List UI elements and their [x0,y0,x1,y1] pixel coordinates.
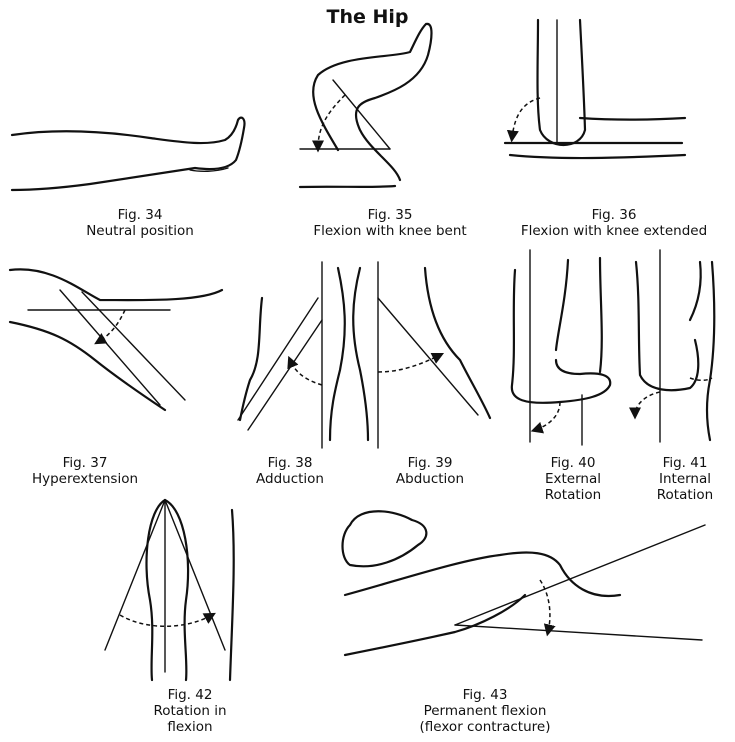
fig-43-text-1: Permanent flexion [385,703,585,719]
fig-38-text: Adduction [240,471,340,487]
fig-41-text-1: Internal [640,471,730,487]
fig-37-label: Fig. 37 [20,455,150,471]
hip-adduction-illustration [238,262,345,448]
fig-34-caption: Fig. 34 Neutral position [70,207,210,239]
fig-36-text: Flexion with knee extended [503,223,725,239]
hip-internal-rotation-illustration [635,250,714,442]
fig-40-label: Fig. 40 [528,455,618,471]
fig-34-label: Fig. 34 [70,207,210,223]
fig-41-caption: Fig. 41 Internal Rotation [640,455,730,503]
fig-42-label: Fig. 42 [130,687,250,703]
fig-42-text-2: flexion [130,719,250,735]
leg-neutral-illustration [12,118,244,190]
fig-41-label: Fig. 41 [640,455,730,471]
fig-39-caption: Fig. 39 Abduction [380,455,480,487]
fig-37-text: Hyperextension [20,471,150,487]
hip-hyperextension-illustration [10,269,222,410]
hip-flexion-knee-bent-illustration [300,24,432,187]
fig-43-caption: Fig. 43 Permanent flexion (flexor contra… [385,687,585,735]
fig-36-label: Fig. 36 [503,207,725,223]
fig-43-label: Fig. 43 [385,687,585,703]
fig-38-caption: Fig. 38 Adduction [240,455,340,487]
fig-39-text: Abduction [380,471,480,487]
fig-35-text: Flexion with knee bent [290,223,490,239]
fig-39-label: Fig. 39 [380,455,480,471]
hip-abduction-illustration [353,262,490,448]
fig-42-caption: Fig. 42 Rotation in flexion [130,687,250,735]
fig-41-text-2: Rotation [640,487,730,503]
fig-40-caption: Fig. 40 External Rotation [528,455,618,503]
hip-external-rotation-illustration [512,250,610,445]
fig-36-caption: Fig. 36 Flexion with knee extended [503,207,725,239]
fig-40-text-2: Rotation [528,487,618,503]
fig-42-text-1: Rotation in [130,703,250,719]
fig-43-text-2: (flexor contracture) [385,719,585,735]
fig-35-label: Fig. 35 [290,207,490,223]
fig-34-text: Neutral position [70,223,210,239]
hip-flexion-knee-extended-illustration [505,20,685,158]
hip-rotation-in-flexion-illustration [105,500,234,680]
fig-38-label: Fig. 38 [240,455,340,471]
fig-40-text-1: External [528,471,618,487]
fig-35-caption: Fig. 35 Flexion with knee bent [290,207,490,239]
fig-37-caption: Fig. 37 Hyperextension [20,455,150,487]
hip-flexor-contracture-illustration [343,511,706,655]
